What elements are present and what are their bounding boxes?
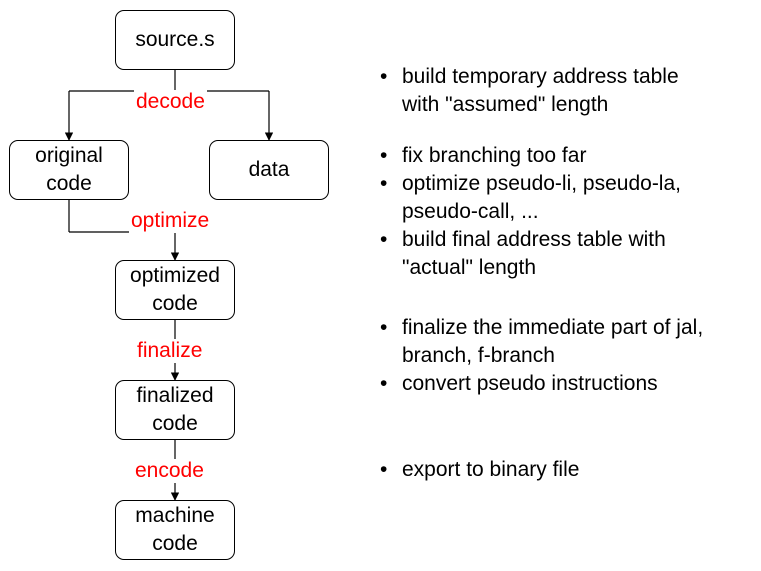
note-text: convert pseudo instructions [402, 372, 658, 395]
note-text: export to binary file [402, 458, 580, 481]
notes-optimize: • fix branching too far • optimize pseudo-… [380, 142, 730, 282]
note-text: fix branching too far [402, 144, 587, 167]
bullet-icon: • [380, 372, 388, 395]
bullet-icon: • [380, 228, 388, 251]
notes-finalize: • finalize the immediate part of jal, bra… [380, 314, 730, 398]
step-label-finalize: finalize [135, 339, 205, 363]
bullet-icon: • [380, 144, 388, 167]
bullet-icon: • [380, 172, 388, 195]
bullet-icon: • [380, 65, 388, 88]
step-label-encode: encode [133, 459, 206, 483]
optimized-code-box: optimized code [115, 260, 235, 320]
note-item: • optimize pseudo-li, pseudo-la, pseudo-c… [380, 170, 730, 226]
notes-decode: • build temporary address table with "ass… [380, 63, 720, 119]
note-item: • export to binary file [380, 456, 730, 484]
step-label-decode: decode [134, 90, 207, 114]
note-text: build final address table with "actual" … [402, 228, 666, 279]
note-item: • convert pseudo instructions [380, 370, 730, 398]
note-text: build temporary address table with "assu… [402, 65, 679, 116]
original-code-box: original code [9, 140, 129, 200]
note-item: • build final address table with "actual"… [380, 226, 730, 282]
data-box: data [209, 140, 329, 200]
step-label-optimize: optimize [129, 209, 212, 233]
note-item: • finalize the immediate part of jal, bra… [380, 314, 730, 370]
bullet-icon: • [380, 316, 388, 339]
bullet-icon: • [380, 458, 388, 481]
note-item: • build temporary address table with "ass… [380, 63, 720, 119]
source-file-box: source.s [115, 10, 235, 70]
finalized-code-box: finalized code [115, 380, 235, 440]
notes-encode: • export to binary file [380, 456, 730, 484]
machine-code-box: machine code [115, 500, 235, 560]
note-text: optimize pseudo-li, pseudo-la, pseudo-ca… [402, 172, 681, 223]
note-item: • fix branching too far [380, 142, 730, 170]
note-text: finalize the immediate part of jal, bran… [402, 316, 704, 367]
